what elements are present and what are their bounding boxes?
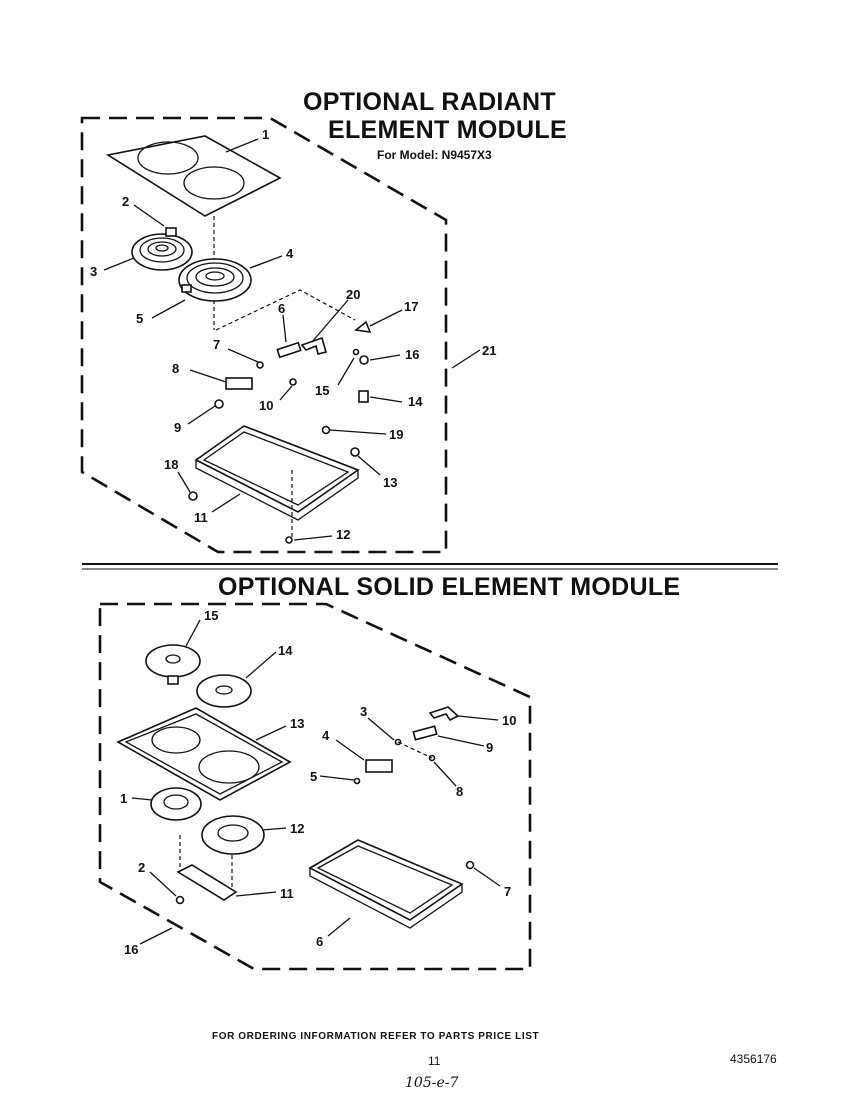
bracket-9 xyxy=(412,725,438,741)
callout-top-18: 18 xyxy=(164,457,178,472)
bracket-20 xyxy=(300,336,327,355)
solid-element-cover-15 xyxy=(145,644,201,678)
callout-top-12: 12 xyxy=(336,527,350,542)
callout-top-3: 3 xyxy=(90,264,97,279)
callout-top-7: 7 xyxy=(213,337,220,352)
glass-cooktop xyxy=(105,135,282,217)
cooktop-ring-2 xyxy=(183,166,245,200)
callout-top-10: 10 xyxy=(259,398,273,413)
callout-bottom-6: 6 xyxy=(316,934,323,949)
callout-bottom-3: 3 xyxy=(360,704,367,719)
callout-top-5: 5 xyxy=(136,311,143,326)
radiant-element-small xyxy=(131,233,193,271)
callout-bottom-9: 9 xyxy=(486,740,493,755)
grommet-16 xyxy=(359,355,369,365)
callout-bottom-13: 13 xyxy=(290,716,304,731)
terminal-4 xyxy=(365,759,393,773)
callout-bottom-16: 16 xyxy=(124,942,138,957)
terminal-8 xyxy=(225,377,253,390)
screw-19 xyxy=(321,425,331,435)
tray-11 xyxy=(194,425,360,513)
bracket-11 xyxy=(176,864,238,901)
callout-top-11: 11 xyxy=(194,510,208,525)
callout-top-2: 2 xyxy=(122,194,129,209)
top-module-drawing xyxy=(80,116,778,570)
handwritten-note: 105-e-7 xyxy=(405,1075,459,1091)
bottom-module-drawing xyxy=(98,602,532,971)
bracket-6 xyxy=(276,341,302,359)
screw-7 xyxy=(256,361,264,369)
bottom-module-boundary xyxy=(98,602,532,971)
top-title-line1: OPTIONAL RADIANT xyxy=(303,88,556,116)
bottom-callouts: 1 2 3 4 5 6 7 8 9 10 11 12 13 14 15 16 xyxy=(120,608,516,957)
callout-bottom-7: 7 xyxy=(504,884,511,899)
solid-element-1 xyxy=(150,787,202,821)
sensor-14 xyxy=(358,390,369,403)
callout-bottom-8: 8 xyxy=(456,784,463,799)
screw-13 xyxy=(350,447,360,457)
doc-number: 4356176 xyxy=(730,1052,777,1066)
callout-bottom-2: 2 xyxy=(138,860,145,875)
terminal-block xyxy=(165,227,177,237)
nut-10 xyxy=(289,378,297,386)
screw-9 xyxy=(214,399,224,409)
screw-12 xyxy=(285,536,293,544)
bracket-10 xyxy=(428,706,460,722)
screw-2 xyxy=(175,895,185,905)
callout-bottom-10: 10 xyxy=(502,713,516,728)
leader-lines xyxy=(103,138,501,945)
screw-7-bottom xyxy=(465,860,475,870)
callout-top-20: 20 xyxy=(346,287,360,302)
callout-top-19: 19 xyxy=(389,427,403,442)
bottom-title: OPTIONAL SOLID ELEMENT MODULE xyxy=(218,573,681,601)
screw-15 xyxy=(352,348,360,356)
top-module-boundary xyxy=(80,116,448,554)
callout-bottom-12: 12 xyxy=(290,821,304,836)
callout-bottom-1: 1 xyxy=(120,791,127,806)
callout-top-14: 14 xyxy=(408,394,423,409)
callout-top-15: 15 xyxy=(315,383,329,398)
callout-top-9: 9 xyxy=(174,420,181,435)
callout-top-13: 13 xyxy=(383,475,397,490)
callout-top-21: 21 xyxy=(482,343,496,358)
page-number: 11 xyxy=(428,1054,441,1068)
callout-top-1: 1 xyxy=(262,127,269,142)
callout-bottom-15: 15 xyxy=(204,608,218,623)
callout-bottom-11: 11 xyxy=(280,886,294,901)
screw-18 xyxy=(188,491,198,501)
ordering-note: FOR ORDERING INFORMATION REFER TO PARTS … xyxy=(212,1031,540,1042)
cooktop-ring-1 xyxy=(137,141,199,175)
model-label: For Model: N9457X3 xyxy=(377,148,492,162)
callout-top-4: 4 xyxy=(286,246,294,261)
screw-5 xyxy=(353,777,361,785)
callout-top-16: 16 xyxy=(405,347,419,362)
callout-bottom-4: 4 xyxy=(322,728,330,743)
callout-top-6: 6 xyxy=(278,301,285,316)
callout-bottom-5: 5 xyxy=(310,769,317,784)
top-callouts: 1 2 3 4 5 6 7 8 9 10 11 12 13 14 15 16 1… xyxy=(90,127,496,542)
element-frame-13 xyxy=(116,707,292,801)
solid-element-12 xyxy=(201,815,265,855)
callout-bottom-14: 14 xyxy=(278,643,293,658)
clip-17 xyxy=(354,320,372,333)
callout-top-8: 8 xyxy=(172,361,179,376)
callout-top-17: 17 xyxy=(404,299,418,314)
top-title-line2: ELEMENT MODULE xyxy=(328,116,567,144)
solid-element-cover-14 xyxy=(196,674,252,708)
